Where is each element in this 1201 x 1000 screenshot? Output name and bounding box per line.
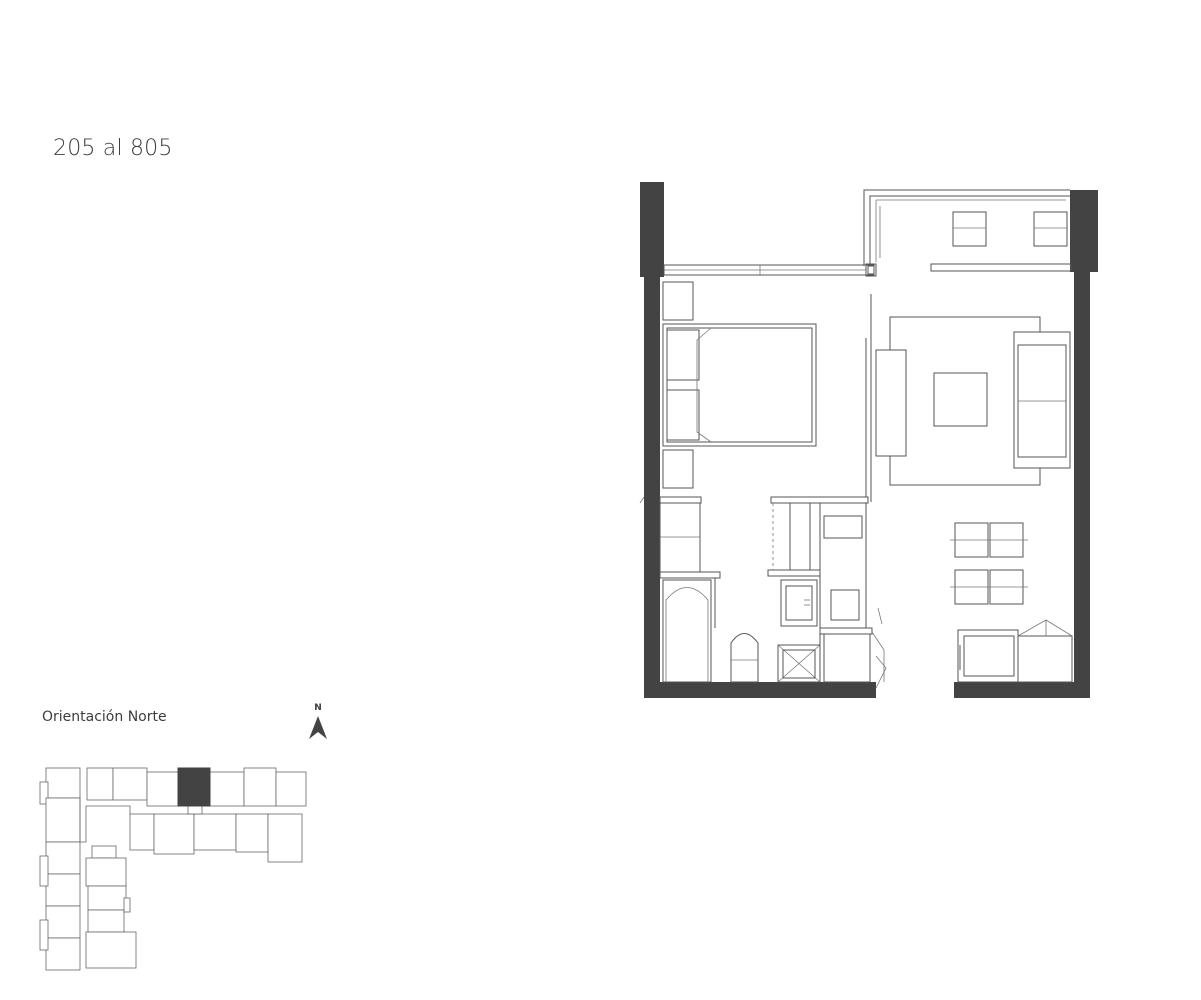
north-arrow-icon: N — [305, 703, 331, 743]
key-plan — [36, 764, 312, 974]
living-room — [875, 316, 1071, 486]
walls — [640, 182, 1098, 698]
window-left — [663, 263, 877, 277]
highlighted-unit — [177, 767, 211, 807]
bathroom — [659, 502, 821, 683]
orientation-label: Orientación Norte — [42, 709, 167, 725]
dining-table — [950, 522, 1028, 605]
balcony — [863, 189, 1072, 272]
kitchen — [819, 503, 887, 689]
unit-title: 205 al 805 — [53, 136, 173, 161]
north-letter: N — [314, 703, 322, 713]
lower-right-furniture — [957, 619, 1073, 683]
bedroom — [659, 281, 872, 504]
floor-plan — [636, 178, 1106, 704]
